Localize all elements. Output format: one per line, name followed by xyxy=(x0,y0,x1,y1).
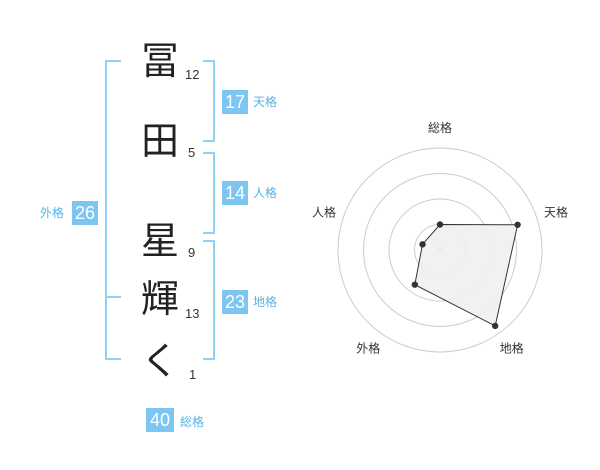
radar-point xyxy=(436,221,444,228)
radar-point xyxy=(411,281,419,288)
tenkaku-badge: 17 xyxy=(222,90,248,114)
radar-axis-label: 外格 xyxy=(356,341,380,356)
stroke-count-3: 9 xyxy=(188,245,196,260)
name-char-3: 星 xyxy=(140,219,179,263)
gaikaku-bracket xyxy=(105,60,121,360)
gaikaku-label: 外格 xyxy=(40,206,65,220)
radar-point xyxy=(419,241,426,248)
radar-axis-label: 人格 xyxy=(312,204,336,219)
gaikaku-bracket-divider xyxy=(105,296,121,298)
radar-ring xyxy=(363,173,517,327)
chikaku-label: 地格 xyxy=(253,295,278,309)
stroke-count-1: 12 xyxy=(185,67,200,82)
soukaku-badge: 40 xyxy=(146,408,174,432)
radar-ring xyxy=(337,147,543,353)
chikaku-bracket xyxy=(203,240,215,360)
gaikaku-badge: 26 xyxy=(72,201,98,225)
name-char-5: く xyxy=(140,339,179,383)
radar-axis-label: 総格 xyxy=(428,120,452,135)
stroke-count-2: 5 xyxy=(188,145,196,160)
radar-axis-label: 地格 xyxy=(500,341,524,356)
jinkaku-badge: 14 xyxy=(222,181,248,205)
name-char-1: 冨 xyxy=(140,39,179,83)
stroke-count-4: 13 xyxy=(185,306,200,321)
stroke-count-5: 1 xyxy=(189,367,197,382)
tenkaku-bracket xyxy=(203,60,215,142)
jinkaku-label: 人格 xyxy=(253,186,278,200)
jinkaku-bracket xyxy=(203,152,215,234)
radar-area xyxy=(414,223,519,327)
chikaku-badge: 23 xyxy=(222,290,248,314)
tenkaku-label: 天格 xyxy=(253,95,278,109)
name-char-2: 田 xyxy=(140,119,179,163)
radar-axis-label: 天格 xyxy=(544,204,568,219)
radar-point xyxy=(514,221,521,228)
radar-point xyxy=(491,322,499,330)
name-char-4: 輝 xyxy=(140,277,179,321)
soukaku-label: 総格 xyxy=(180,415,205,429)
